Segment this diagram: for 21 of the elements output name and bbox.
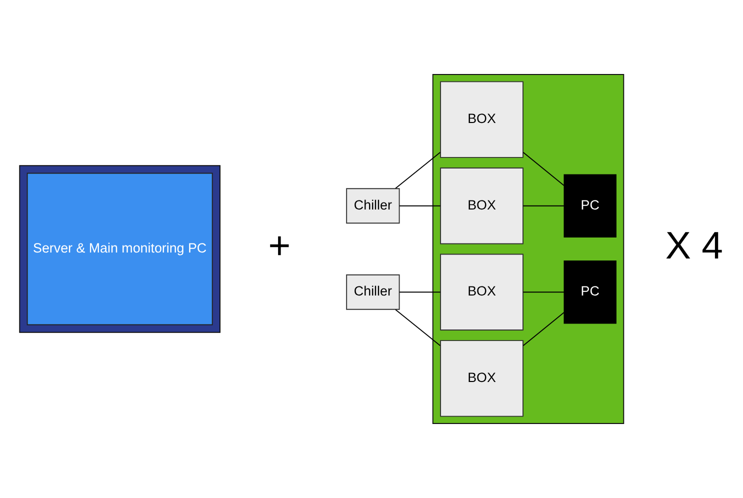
connector — [395, 309, 441, 346]
node-box: BOX — [440, 168, 524, 244]
cluster — [19, 165, 220, 333]
node-box: BOX — [440, 340, 524, 417]
node-box: Chiller — [346, 274, 400, 310]
connector — [522, 205, 565, 206]
cluster — [432, 74, 624, 424]
connector — [399, 205, 441, 206]
label: X 4 — [665, 224, 723, 268]
label: + — [268, 224, 291, 268]
connector — [522, 292, 565, 293]
node-box: Server & Main monitoring PC — [26, 172, 213, 326]
connector — [395, 152, 441, 189]
connector — [399, 292, 441, 293]
node-box: Chiller — [346, 188, 400, 224]
node-box: BOX — [440, 81, 524, 158]
connector — [522, 152, 565, 186]
connector — [522, 312, 565, 346]
node-box: BOX — [440, 254, 524, 330]
node-box: PC — [564, 174, 616, 238]
node-box: PC — [564, 260, 616, 324]
